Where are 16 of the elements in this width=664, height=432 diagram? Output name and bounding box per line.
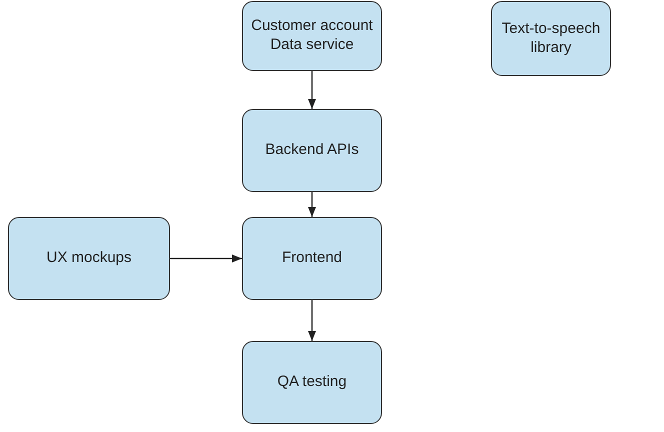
- process-box: [491, 1, 611, 76]
- process-box: [242, 217, 382, 300]
- arrow: [308, 71, 316, 109]
- node-label: Text-to-speech library: [500, 20, 602, 58]
- node-label: Customer account Data service: [251, 17, 373, 55]
- process-box: [242, 109, 382, 192]
- node-label: Frontend: [282, 249, 342, 268]
- node-label: Backend APIs: [265, 141, 359, 160]
- node-label: QA testing: [277, 373, 347, 392]
- arrow: [308, 192, 316, 217]
- arrow: [170, 254, 242, 262]
- arrow: [308, 300, 316, 341]
- node-label: UX mockups: [46, 249, 132, 268]
- process-box: [8, 217, 170, 300]
- process-box: [242, 1, 382, 71]
- process-box: [242, 341, 382, 424]
